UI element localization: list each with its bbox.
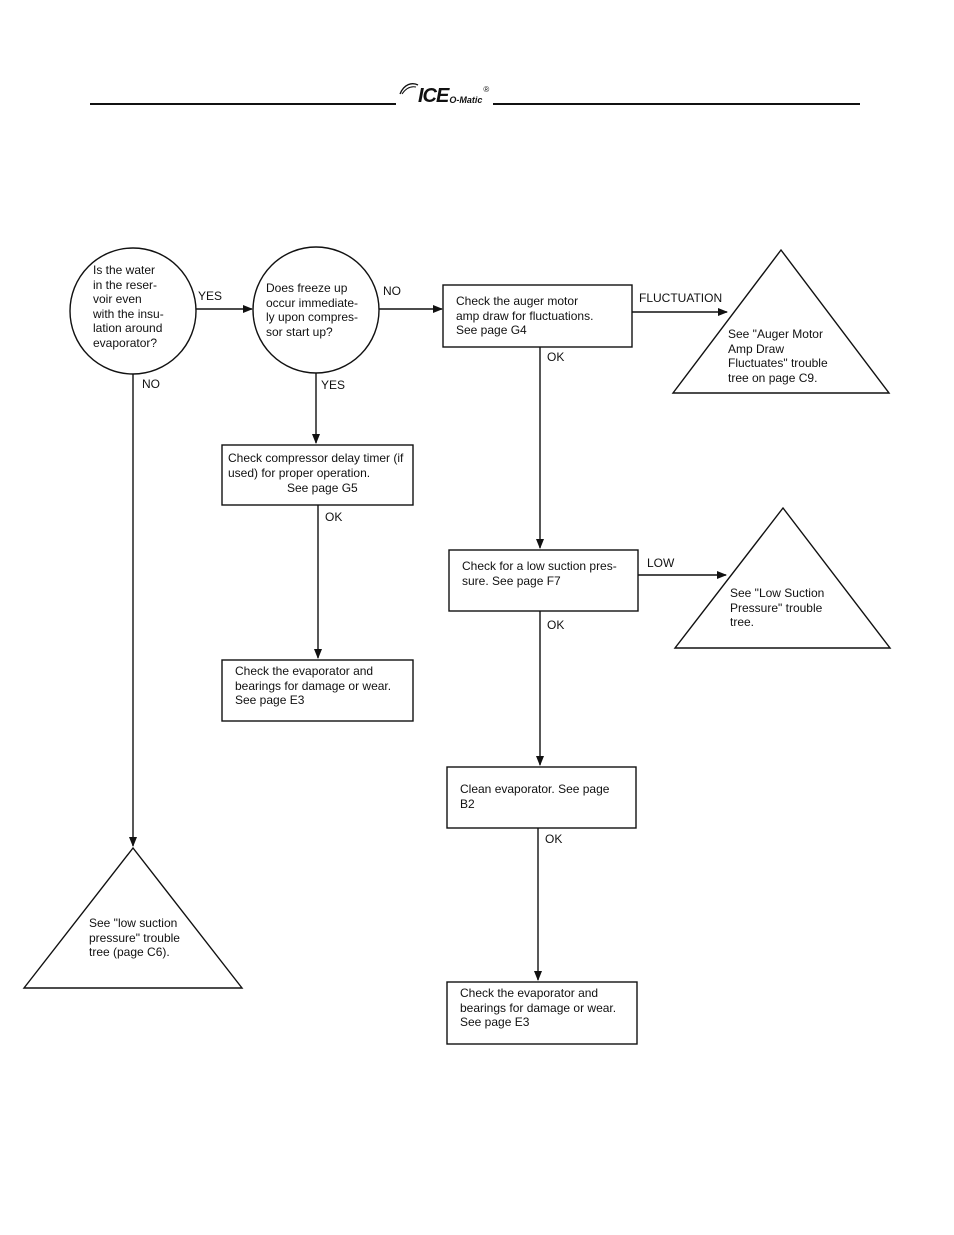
edge-label-freeze-yes: YES [321, 378, 346, 392]
logo-registered-mark: ® [483, 85, 490, 94]
edge-label-auger-ok: OK [547, 350, 565, 364]
evap-bearings-text-1: Check the evaporator and bearings for da… [235, 664, 392, 707]
auger-amp-text: Check the auger motor amp draw for fluct… [456, 294, 594, 337]
delay-timer-text: Check compressor delay timer (if used) f… [228, 451, 404, 480]
evap-bearings-text-2: Check the evaporator and bearings for da… [460, 986, 617, 1029]
clean-evaporator-box [446, 766, 637, 829]
delay-timer-page-ref: See page G5 [287, 481, 358, 495]
edge-label-freeze-no: NO [383, 284, 401, 298]
auger-tree-triangle [671, 248, 891, 394]
evap-bearings-box-1 [221, 659, 414, 722]
suction-check-text: Check for a low suction pres- sure. See … [462, 559, 617, 588]
water-level-question: Is the water in the reser- voir even wit… [93, 263, 164, 350]
low-suction-c6-triangle [22, 846, 244, 989]
clean-evaporator-text: Clean evaporator. See page B2 [460, 782, 610, 811]
edge-label-water-no: NO [142, 377, 160, 391]
edge-label-clean-ok: OK [545, 832, 563, 846]
auger-tree-text: See "Auger Motor Amp Draw Fluctuates" tr… [728, 327, 828, 385]
logo-ice-text: ICE [418, 85, 449, 107]
logo-swoosh-icon [399, 83, 419, 95]
edge-label-suction-ok: OK [547, 618, 565, 632]
low-suction-tree-text: See "Low Suction Pressure" trouble tree. [730, 586, 825, 629]
edge-label-suction-low: LOW [647, 556, 675, 570]
low-suction-tree-triangle [673, 506, 892, 649]
suction-check-box [448, 549, 639, 612]
edge-label-timer-ok: OK [325, 510, 343, 524]
evap-bearings-box-2 [446, 981, 638, 1045]
logo-omatic-text: O-Matic [449, 95, 483, 105]
auger-amp-box [442, 284, 633, 348]
edge-label-auger-fluctuation: FLUCTUATION [639, 291, 723, 305]
edge-label-water-yes: YES [198, 289, 223, 303]
low-suction-c6-text: See "low suction pressure" trouble tree … [89, 916, 180, 959]
freeze-up-question: Does freeze up occur immediate- ly upon … [266, 281, 359, 339]
ice-o-matic-logo: ICE O-Matic ® [396, 82, 494, 107]
